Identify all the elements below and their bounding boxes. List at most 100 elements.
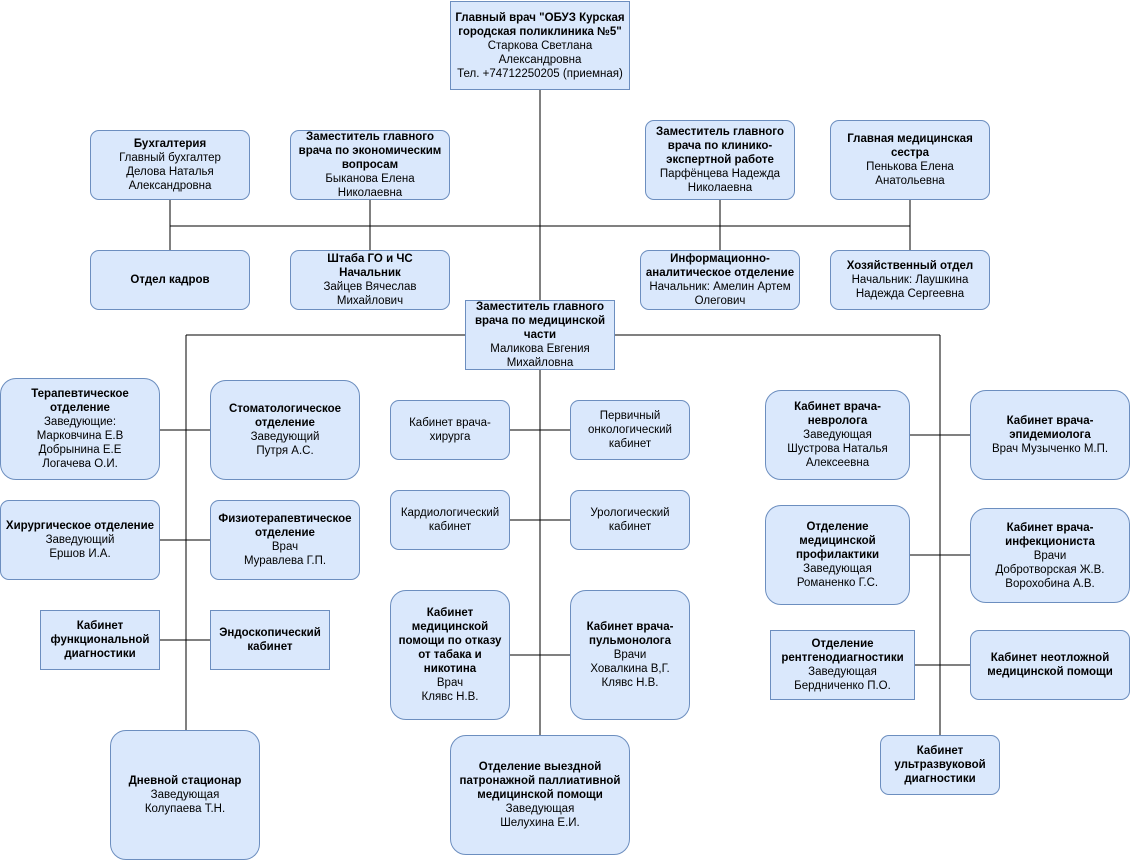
day-hospital-box: Дневной стационар Заведующая Колупаева Т…: [110, 730, 260, 860]
info-dept-box: Информационно-аналитическое отделение На…: [640, 250, 800, 310]
node-title: Хозяйственный отдел: [846, 260, 974, 272]
node-line: Клявс Н.В.: [601, 677, 659, 689]
node-line: Колупаева Т.Н.: [144, 803, 226, 815]
node-title: Кабинет неотложной медицинской помощи: [987, 652, 1113, 678]
infection-box: Кабинет врача-инфекциониста Врачи Доброт…: [970, 508, 1130, 603]
node-line: Первичный онкологический кабинет: [588, 410, 672, 450]
chief-doctor-box: Главный врач "ОБУЗ Курская городская пол…: [450, 1, 630, 90]
hr-box: Отдел кадров: [90, 250, 250, 310]
node-line: Ховалкина В,Г.: [590, 663, 670, 675]
xray-dept-box: Отделение рентгенодиагностики Заведующая…: [770, 630, 915, 700]
node-line: Заведующий: [250, 431, 320, 443]
node-title: Дневной стационар: [128, 775, 242, 787]
dental-dept-box: Стоматологическое отделение Заведующий П…: [210, 380, 360, 480]
epidemiology-box: Кабинет врача-эпидемиолога Врач Музыченк…: [970, 390, 1130, 480]
node-line: Тел. +74712250205 (приемная): [457, 67, 623, 80]
cardiology-office-box: Кардиологический кабинет: [390, 490, 510, 550]
node-line: Путря А.С.: [256, 445, 314, 457]
node-line: Врач Музыченко М.П.: [991, 443, 1109, 455]
node-title: Кабинет ультразвуковой диагностики: [894, 745, 986, 785]
node-line: Маликова Евгения Михайловна: [490, 343, 590, 369]
head-nurse-box: Главная медицинская сестра Пенькова Елен…: [830, 120, 990, 200]
node-title: Главная медицинская сестра: [847, 133, 973, 159]
node-title: Заместитель главного врача по клинико-эк…: [656, 126, 784, 166]
node-line: Марковчина Е.В: [36, 430, 124, 442]
node-line: Быканова Елена Николаевна: [325, 173, 415, 199]
palliative-care-box: Отделение выездной патронажной паллиатив…: [450, 735, 630, 855]
node-line: Заведующие:: [43, 416, 117, 428]
deputy-expert-box: Заместитель главного врача по клинико-эк…: [645, 120, 795, 200]
ultrasound-box: Кабинет ультразвуковой диагностики: [880, 735, 1000, 795]
node-title: Терапевтическое отделение: [31, 388, 129, 414]
node-line: Заведующая: [505, 803, 575, 815]
node-title: Кабинет врача-невролога: [794, 401, 881, 427]
node-line: Муравлева Г.П.: [243, 555, 327, 567]
node-title: Отделение выездной патронажной паллиатив…: [459, 761, 621, 801]
node-line: Зайцев Вячеслав Михайлович: [323, 281, 417, 307]
node-title: Отделение медицинской профилактики: [795, 521, 880, 561]
neurology-box: Кабинет врача-невролога Заведующая Шустр…: [765, 390, 910, 480]
node-line: Кабинет врача-хирурга: [409, 417, 491, 443]
pulmonology-box: Кабинет врача-пульмонолога Врачи Ховалки…: [570, 590, 690, 720]
node-line: Начальник: Амелин Артем Олегович: [649, 281, 791, 307]
go-chs-box: Штаба ГО и ЧС Начальник Зайцев Вячеслав …: [290, 250, 450, 310]
functional-diagnostics-box: Кабинет функциональной диагностики: [40, 610, 160, 670]
node-title: Заместитель главного врача по медицинско…: [474, 301, 606, 341]
node-line: Добротворская Ж.В.: [995, 563, 1105, 576]
node-line: Главный бухгалтер: [119, 152, 221, 164]
node-title: Хирургическое отделение: [5, 520, 155, 532]
physio-dept-box: Физиотерапевтическое отделение Врач Мура…: [210, 500, 360, 580]
node-line: Шустрова Наталья Алексеевна: [787, 443, 888, 469]
deputy-medical-box: Заместитель главного врача по медицинско…: [465, 300, 615, 370]
node-line: Начальник: Лаушкина Надежда Сергеевна: [851, 274, 969, 300]
node-line: Добрынина Е.Е: [38, 444, 122, 456]
node-title: Бухгалтерия: [133, 138, 207, 150]
node-line: Старкова Светлана Александровна: [487, 39, 593, 66]
node-line: Шелухина Е.И.: [500, 817, 580, 829]
node-line: Заведующая: [808, 666, 877, 678]
endoscopy-box: Эндоскопический кабинет: [210, 610, 330, 670]
surgery-dept-box: Хирургическое отделение Заведующий Ершов…: [0, 500, 160, 580]
node-line: Делова Наталья Александровна: [126, 166, 214, 192]
node-title: Кабинет врача-пульмонолога: [586, 621, 674, 647]
node-title: Физиотерапевтическое отделение: [218, 513, 352, 539]
node-line: Клявс Н.В.: [421, 691, 479, 703]
node-title: Отделение рентгенодиагностики: [781, 638, 904, 664]
accounting-box: Бухгалтерия Главный бухгалтер Делова Нат…: [90, 130, 250, 200]
node-line: Врач: [436, 677, 464, 689]
node-title: Заместитель главного врача по экономичес…: [298, 131, 442, 171]
oncology-office-box: Первичный онкологический кабинет: [570, 400, 690, 460]
therapy-dept-box: Терапевтическое отделение Заведующие: Ма…: [0, 378, 160, 480]
node-line: Ершов И.А.: [49, 548, 111, 560]
node-line: Заведующая: [150, 789, 220, 801]
node-title: Стоматологическое отделение: [228, 403, 341, 429]
node-line: Врачи: [1033, 549, 1067, 562]
smoking-cessation-box: Кабинет медицинской помощи по отказу от …: [390, 590, 510, 720]
node-line: Заведующий: [45, 534, 115, 546]
node-line: Пенькова Елена Анатольевна: [866, 161, 954, 187]
node-line: Логачева О.И.: [42, 458, 118, 470]
node-title: Кабинет медицинской помощи по отказу от …: [398, 607, 502, 675]
household-box: Хозяйственный отдел Начальник: Лаушкина …: [830, 250, 990, 310]
node-title: Кабинет врача-инфекциониста: [1005, 521, 1095, 548]
node-title: Кабинет врача-эпидемиолога: [1006, 415, 1094, 441]
node-line: Урологический кабинет: [590, 507, 670, 533]
node-line: Бердниченко П.О.: [794, 680, 891, 692]
node-title: Информационно-аналитическое отделение: [645, 253, 795, 279]
surgeon-office-box: Кабинет врача-хирурга: [390, 400, 510, 460]
node-line: Врач: [271, 541, 299, 553]
prevention-dept-box: Отделение медицинской профилактики Завед…: [765, 505, 910, 605]
node-line: Парфёнцева Надежда Николаевна: [659, 168, 781, 194]
node-title: Эндоскопический кабинет: [219, 627, 321, 653]
urology-office-box: Урологический кабинет: [570, 490, 690, 550]
node-title: Кабинет функциональной диагностики: [50, 620, 150, 660]
node-title: Штаба ГО и ЧС Начальник: [327, 253, 413, 279]
node-line: Кардиологический кабинет: [400, 507, 500, 533]
node-title: Главный врач "ОБУЗ Курская городская пол…: [455, 11, 625, 38]
node-line: Романенко Г.С.: [796, 577, 879, 589]
node-title: Отдел кадров: [130, 274, 210, 286]
node-line: Заведующая: [803, 429, 872, 441]
node-line: Заведующая: [803, 563, 872, 575]
